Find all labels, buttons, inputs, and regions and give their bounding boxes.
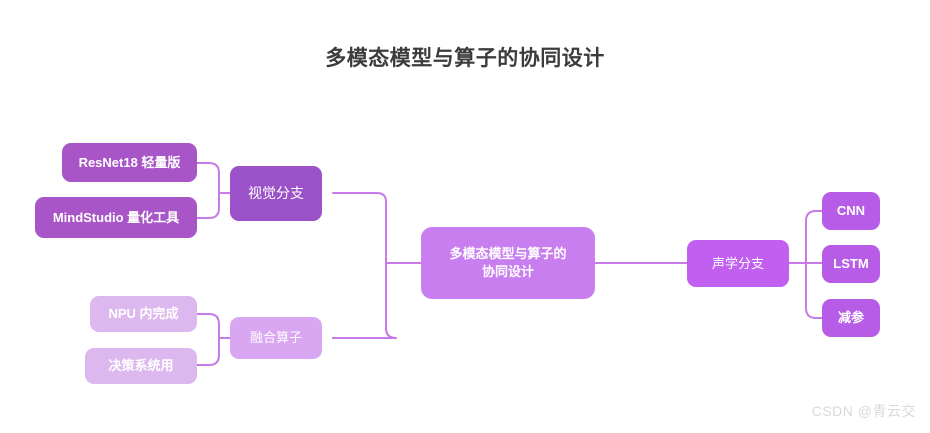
node-branch-fusion[interactable]: 融合算子 [230, 317, 322, 359]
node-root[interactable]: 多模态模型与算子的 协同设计 [421, 227, 595, 299]
link-root-fusion-elbow [332, 262, 397, 339]
link-root-fusion [332, 262, 422, 339]
node-branch-acoustic[interactable]: 声学分支 [687, 240, 789, 287]
link-acoustic-prune [805, 262, 823, 319]
link-vision-spine-lower [196, 192, 220, 219]
page-title: 多模态模型与算子的协同设计 [325, 47, 605, 70]
node-mindstudio[interactable]: MindStudio 量化工具 [35, 197, 197, 238]
link-acoustic-cnn [805, 210, 823, 264]
node-npu[interactable]: NPU 内完成 [90, 296, 197, 332]
node-decision[interactable]: 决策系统用 [85, 348, 197, 384]
node-prune[interactable]: 减参 [822, 299, 880, 337]
link-root-vision [332, 192, 422, 264]
link-fusion-spine-lower [196, 337, 220, 366]
node-branch-vision[interactable]: 视觉分支 [230, 166, 322, 221]
node-lstm[interactable]: LSTM [822, 245, 880, 283]
csdn-watermark: CSDN @青云交 [811, 403, 916, 419]
link-fusion-spine [196, 313, 220, 339]
node-cnn[interactable]: CNN [822, 192, 880, 230]
node-resnet18[interactable]: ResNet18 轻量版 [62, 143, 197, 182]
link-vision-spine [196, 162, 220, 194]
